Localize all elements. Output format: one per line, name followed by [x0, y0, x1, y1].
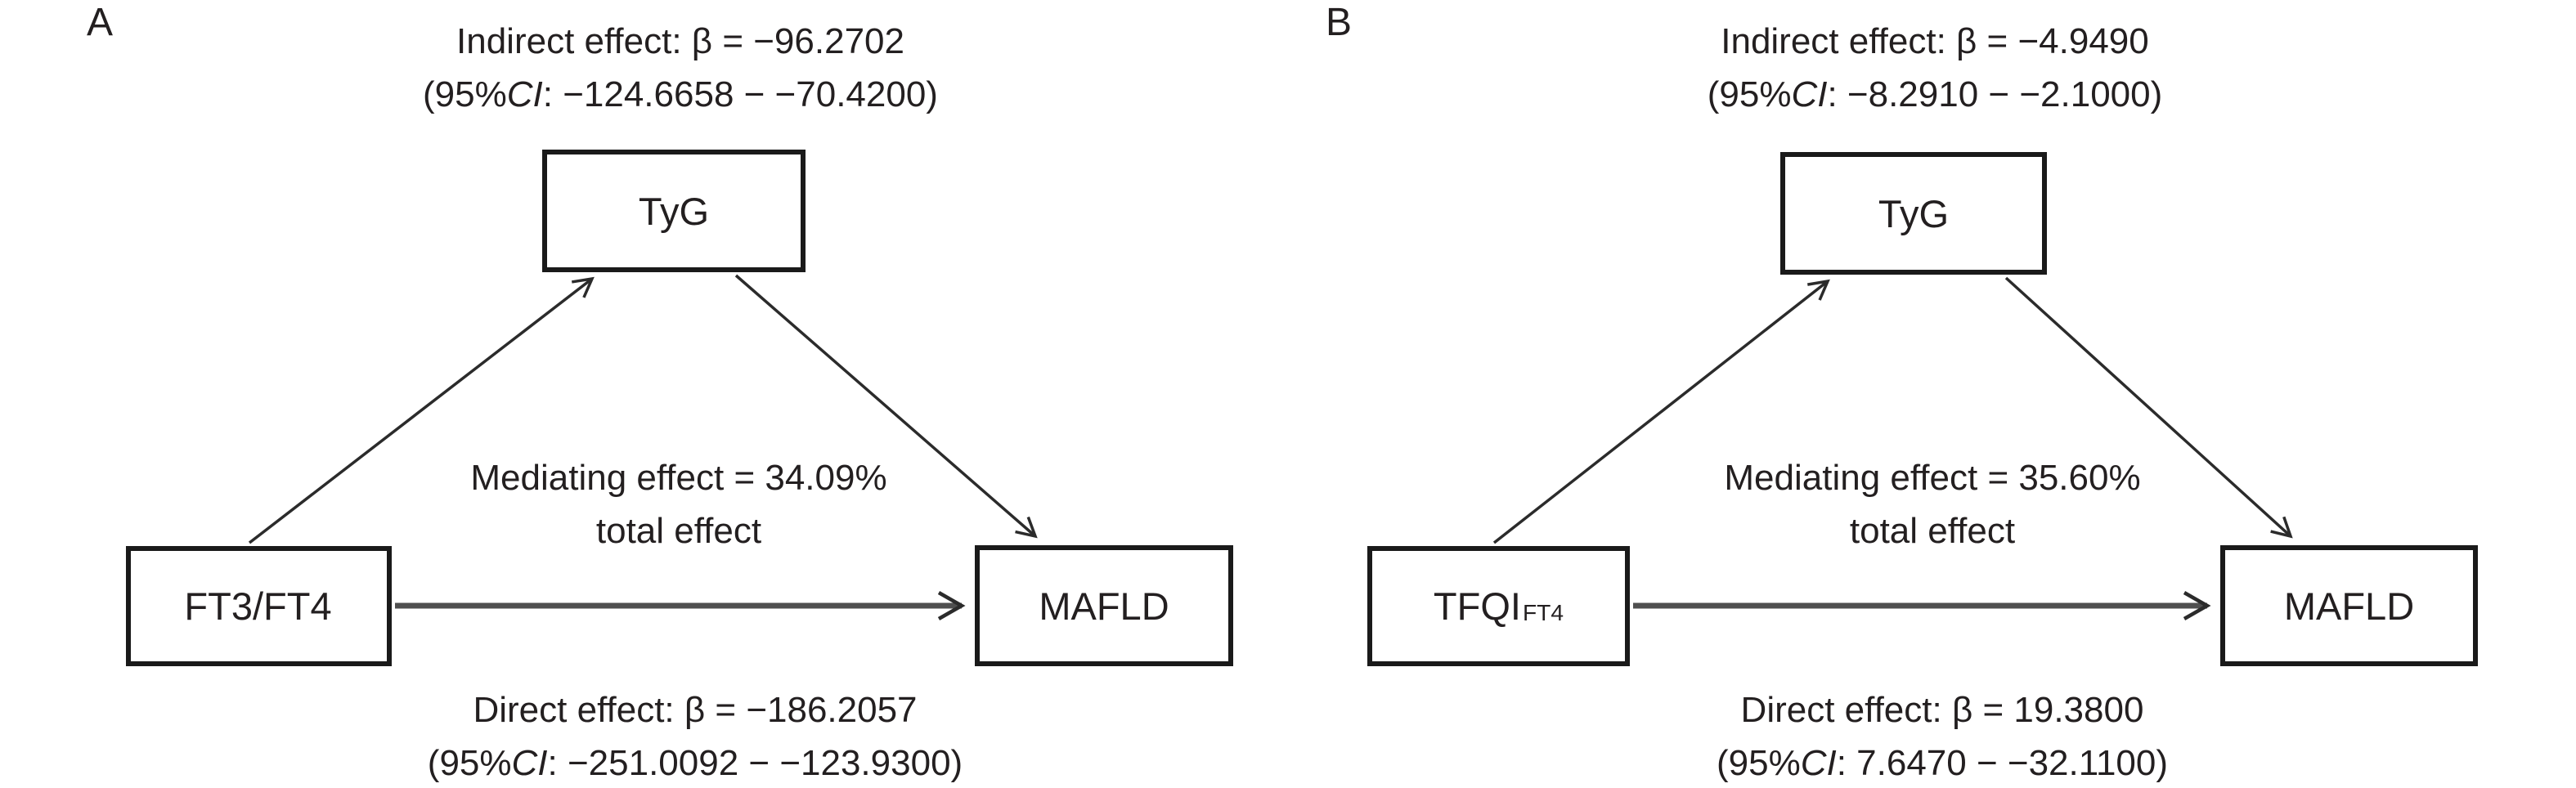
direct-effect-line1: Direct effect: β = −186.2057 — [473, 690, 918, 730]
exposure-box-label: TFQI — [1433, 584, 1521, 628]
ci-rest: : 7.6470 − −32.1100) — [1836, 743, 2169, 783]
mediator-box-label: TyG — [1878, 191, 1950, 235]
ci-label: CI — [1800, 743, 1837, 783]
direct-effect-ci: (95%CI: −251.0092 − −123.9300) — [428, 737, 963, 788]
ci-open: (95% — [1707, 74, 1792, 114]
ci-rest: : −124.6658 − −70.4200) — [542, 74, 938, 114]
panel-a-label: A — [87, 1, 114, 44]
path-a-arrow-exposure-to-mediator — [248, 276, 595, 544]
ci-label: CI — [506, 74, 543, 114]
exposure-box-subscript: FT4 — [1522, 599, 1564, 626]
exposure-box-ft3-ft4: FT3/FT4 — [126, 546, 392, 666]
path-b-arrow-mediator-to-outcome — [734, 274, 1038, 539]
mediator-box-tyg: TyG — [1780, 152, 2047, 275]
ci-rest: : −251.0092 − −123.9300) — [547, 743, 963, 783]
mediating-effect-line2: total effect — [1849, 511, 2016, 551]
exposure-box-label: FT3/FT4 — [184, 584, 332, 628]
mediating-effect-line1: Mediating effect = 35.60% — [1724, 458, 2141, 498]
ci-open: (95% — [1716, 743, 1801, 783]
mediating-effect-line1: Mediating effect = 34.09% — [470, 458, 887, 498]
indirect-effect-text: Indirect effect: β = −4.9490 (95%CI: −8.… — [1708, 15, 2163, 121]
ci-rest: : −8.2910 − −2.1000) — [1827, 74, 2163, 114]
indirect-effect-line1: Indirect effect: β = −96.2702 — [456, 21, 904, 61]
ci-label: CI — [1791, 74, 1828, 114]
panel-b: B Indirect effect: β = −4.9490 (95%CI: −… — [1288, 0, 2576, 788]
ci-label: CI — [511, 743, 548, 783]
ci-open: (95% — [423, 74, 507, 114]
panel-a-arrows — [248, 274, 1038, 620]
outcome-box-label: MAFLD — [2283, 584, 2415, 628]
ci-open: (95% — [427, 743, 512, 783]
direct-effect-line1: Direct effect: β = 19.3800 — [1740, 690, 2144, 730]
indirect-effect-text: Indirect effect: β = −96.2702 (95%CI: −1… — [423, 15, 938, 121]
direct-effect-text: Direct effect: β = −186.2057 (95%CI: −25… — [428, 683, 963, 788]
outcome-box-mafld: MAFLD — [2220, 545, 2478, 666]
path-b-arrow-mediator-to-outcome — [2004, 276, 2293, 539]
direct-effect-text: Direct effect: β = 19.3800 (95%CI: 7.647… — [1717, 683, 2168, 788]
mediating-effect-line2: total effect — [595, 511, 762, 551]
indirect-effect-ci: (95%CI: −8.2910 − −2.1000) — [1708, 68, 2163, 121]
outcome-box-label: MAFLD — [1039, 584, 1169, 628]
indirect-effect-line1: Indirect effect: β = −4.9490 — [1721, 21, 2149, 61]
panel-b-arrows — [1492, 276, 2293, 620]
outcome-box-mafld: MAFLD — [975, 545, 1233, 666]
path-a-arrow-exposure-to-mediator — [1492, 279, 1830, 544]
panel-b-label: B — [1326, 1, 1353, 44]
indirect-effect-ci: (95%CI: −124.6658 − −70.4200) — [423, 68, 938, 121]
direct-effect-ci: (95%CI: 7.6470 − −32.1100) — [1717, 737, 2168, 788]
mediator-box-label: TyG — [638, 189, 710, 233]
mediator-box-tyg: TyG — [542, 150, 806, 272]
mediating-effect-text: Mediating effect = 35.60% total effect — [1724, 451, 2140, 557]
mediating-effect-text: Mediating effect = 34.09% total effect — [470, 451, 886, 557]
panel-a: A Indirect effect: β = −96.2702 (95%CI: … — [87, 1, 1233, 788]
